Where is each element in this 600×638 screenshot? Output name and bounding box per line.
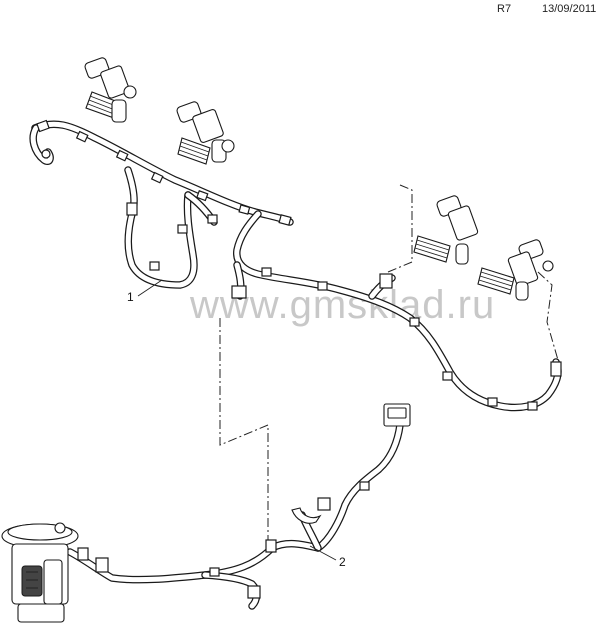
fuel-pump-module — [1, 522, 79, 623]
callout-1: 1 — [127, 290, 134, 304]
callout-2: 2 — [339, 555, 346, 569]
reference-line-left — [219, 318, 269, 545]
reference-line-right-upper — [387, 184, 413, 273]
harness-2 — [66, 403, 411, 610]
date-label: 13/09/2011 — [542, 3, 597, 15]
injector-assembly-4 — [477, 239, 554, 301]
injector-assembly-1 — [84, 57, 137, 123]
injector-assembly-3 — [413, 195, 479, 265]
callout-leader-1 — [137, 279, 163, 297]
injector-assembly-2 — [176, 101, 235, 165]
reference-line-right-lower — [537, 271, 559, 361]
harness-1 — [29, 119, 562, 412]
callout-leader-2 — [309, 545, 337, 561]
revision-label: R7 — [497, 3, 512, 15]
